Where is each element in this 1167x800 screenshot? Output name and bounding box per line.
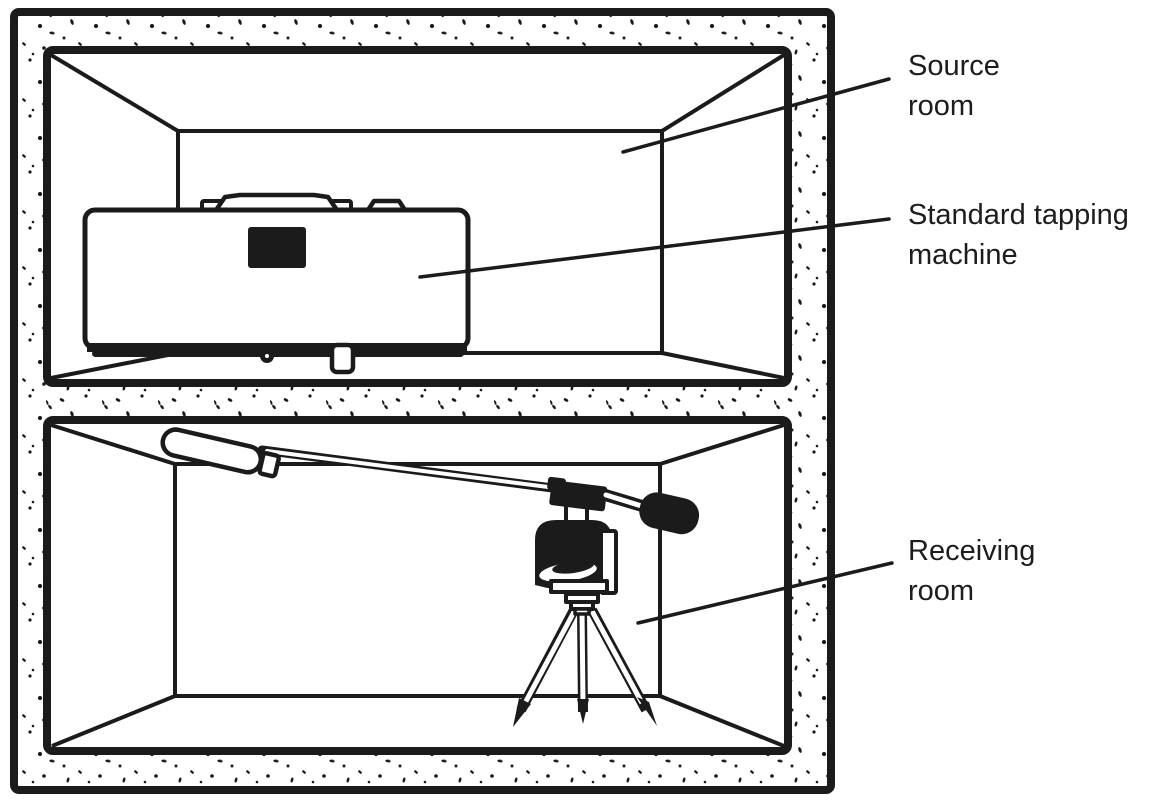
tripod-leg-tip-center — [577, 699, 589, 724]
machine-base-bar — [87, 343, 467, 352]
machine-label-panel — [248, 227, 306, 268]
tripod-leg-tip-left — [513, 698, 531, 727]
leader-line-tapping-machine — [418, 217, 891, 279]
label-source-room-line2: room — [908, 90, 974, 122]
label-tapping-machine-line1: Standard tapping — [908, 199, 1129, 231]
tripod — [513, 607, 657, 727]
leader-line-source-room — [621, 77, 891, 154]
leader-line-receiving-room — [636, 561, 894, 625]
machine-caster-hub — [265, 354, 269, 358]
microphone — [639, 492, 700, 535]
label-receiving-room-line2: room — [908, 575, 974, 607]
boom-counterweight — [160, 427, 281, 479]
label-source-room-line1: Source — [908, 50, 1000, 82]
boom-pivot-block — [547, 476, 608, 512]
machine-foot-block — [329, 342, 356, 375]
label-source-room: Source room — [908, 50, 1000, 122]
label-receiving-room-line1: Receiving — [908, 535, 1035, 567]
label-tapping-machine: Standard tapping machine — [908, 199, 1129, 271]
microphone-boom-stand — [160, 427, 700, 727]
tripod-head-stem — [564, 592, 600, 616]
receiving-room-perspective-lines — [50, 423, 785, 748]
motor-highlight-shadow — [552, 560, 594, 574]
label-receiving-room: Receiving room — [908, 535, 1035, 607]
label-tapping-machine-line2: machine — [908, 239, 1018, 271]
tripod-leg-tip-right — [637, 697, 657, 726]
motor-base-plate — [549, 579, 609, 594]
boom-arm-core — [265, 449, 558, 490]
standard-tapping-machine — [82, 192, 471, 375]
